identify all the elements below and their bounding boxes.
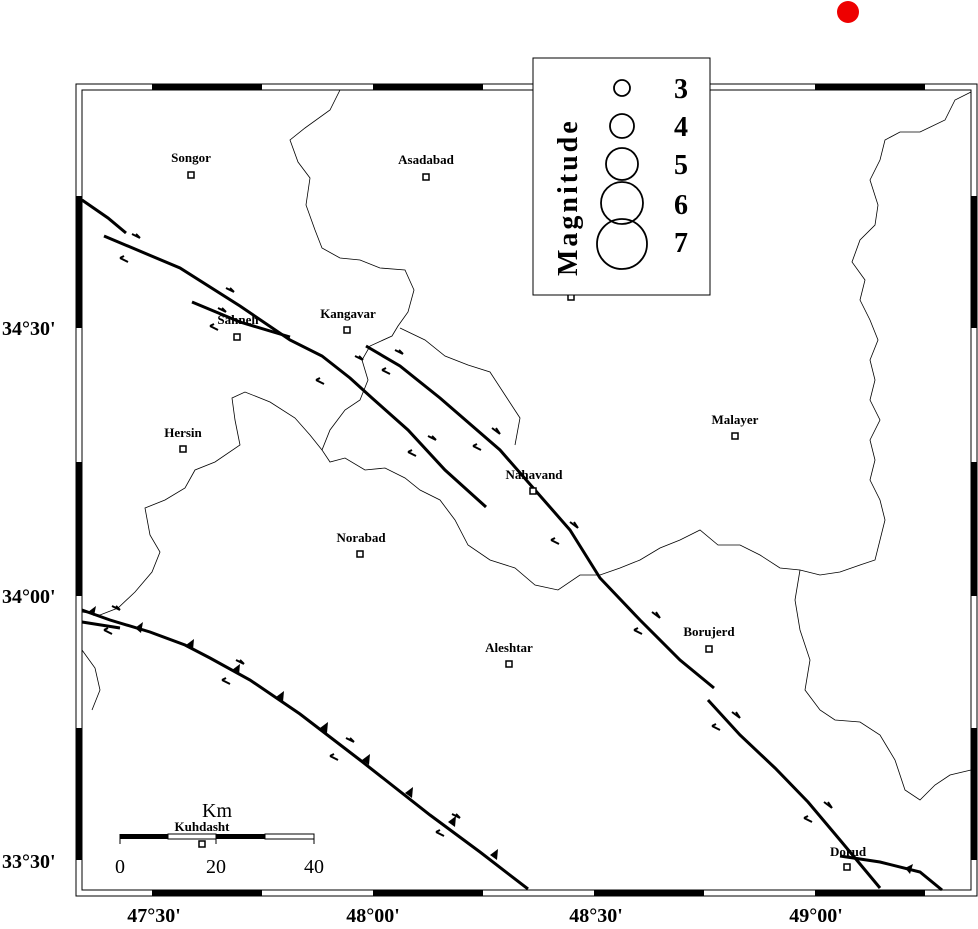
city-marker-kangavar (343, 326, 351, 334)
magnitude-legend: Magnitude 3 4 5 6 7 (532, 57, 711, 296)
city-label-nahavand: Nahavand (505, 467, 563, 482)
legend-value-4: 4 (674, 112, 688, 143)
scale-tick-0: 0 (115, 856, 125, 878)
legend-value-6: 6 (674, 190, 688, 221)
longitude-labels: 47°30' 48°00' 48°30' 49°00' (127, 905, 843, 927)
lon-label-47-30: 47°30' (127, 905, 181, 927)
city-marker-hersin (179, 445, 187, 453)
legend-circle-4 (609, 113, 635, 139)
city-marker-sahneh (233, 333, 241, 341)
lon-label-48-30: 48°30' (569, 905, 623, 927)
city-label-norabad: Norabad (336, 530, 386, 545)
city-label-aleshtar: Aleshtar (485, 640, 533, 655)
city-markers (179, 171, 851, 871)
city-marker-songor (187, 171, 195, 179)
legend-circle-5 (605, 147, 639, 181)
city-label-sahneh: Sahneh (217, 312, 259, 327)
lat-label-34-30: 34°30' (2, 318, 56, 340)
city-label-borujerd: Borujerd (683, 624, 735, 639)
city-marker-norabad (356, 550, 364, 558)
latitude-labels: 34°30' 34°00' 33°30' (2, 318, 56, 873)
scale-unit-label: Km (202, 800, 232, 822)
city-label-kangavar: Kangavar (320, 306, 376, 321)
legend-box (532, 57, 711, 296)
province-boundaries (81, 89, 972, 801)
city-label-dorud: Dorud (830, 844, 867, 859)
city-marker-aleshtar (505, 660, 513, 668)
city-marker-nahavand (529, 487, 537, 495)
slip-arrows (103, 233, 833, 837)
earthquake-event-marker (837, 1, 859, 23)
city-marker-kuhdasht (198, 840, 206, 848)
city-marker-borujerd (705, 645, 713, 653)
scale-bar: Km 0 20 40 (115, 800, 324, 878)
scale-tick-40: 40 (304, 856, 324, 878)
fault-lines (81, 198, 943, 892)
city-marker-dorud (843, 863, 851, 871)
legend-value-3: 3 (674, 74, 688, 105)
legend-circle-6 (600, 181, 644, 225)
city-label-asadabad: Asadabad (398, 152, 454, 167)
city-labels: Songor Asadabad Kangavar Sahneh Hersin M… (164, 150, 867, 859)
city-label-songor: Songor (171, 150, 211, 165)
legend-circle-3 (613, 79, 631, 97)
map-frame (75, 83, 978, 897)
city-label-malayer: Malayer (712, 412, 759, 427)
thrust-teeth (88, 606, 913, 874)
lat-label-34-00: 34°00' (2, 586, 56, 608)
legend-circle-7 (596, 218, 648, 270)
scale-tick-20: 20 (206, 856, 226, 878)
legend-value-5: 5 (674, 150, 688, 181)
city-marker-malayer (731, 432, 739, 440)
legend-title: Magnitude (553, 118, 584, 276)
city-label-hersin: Hersin (164, 425, 202, 440)
city-marker-asadabad (422, 173, 430, 181)
lon-label-49-00: 49°00' (789, 905, 843, 927)
legend-value-7: 7 (674, 228, 688, 259)
lon-label-48-00: 48°00' (346, 905, 400, 927)
city-label-kuhdasht: Kuhdasht (175, 819, 231, 834)
lat-label-33-30: 33°30' (2, 851, 56, 873)
